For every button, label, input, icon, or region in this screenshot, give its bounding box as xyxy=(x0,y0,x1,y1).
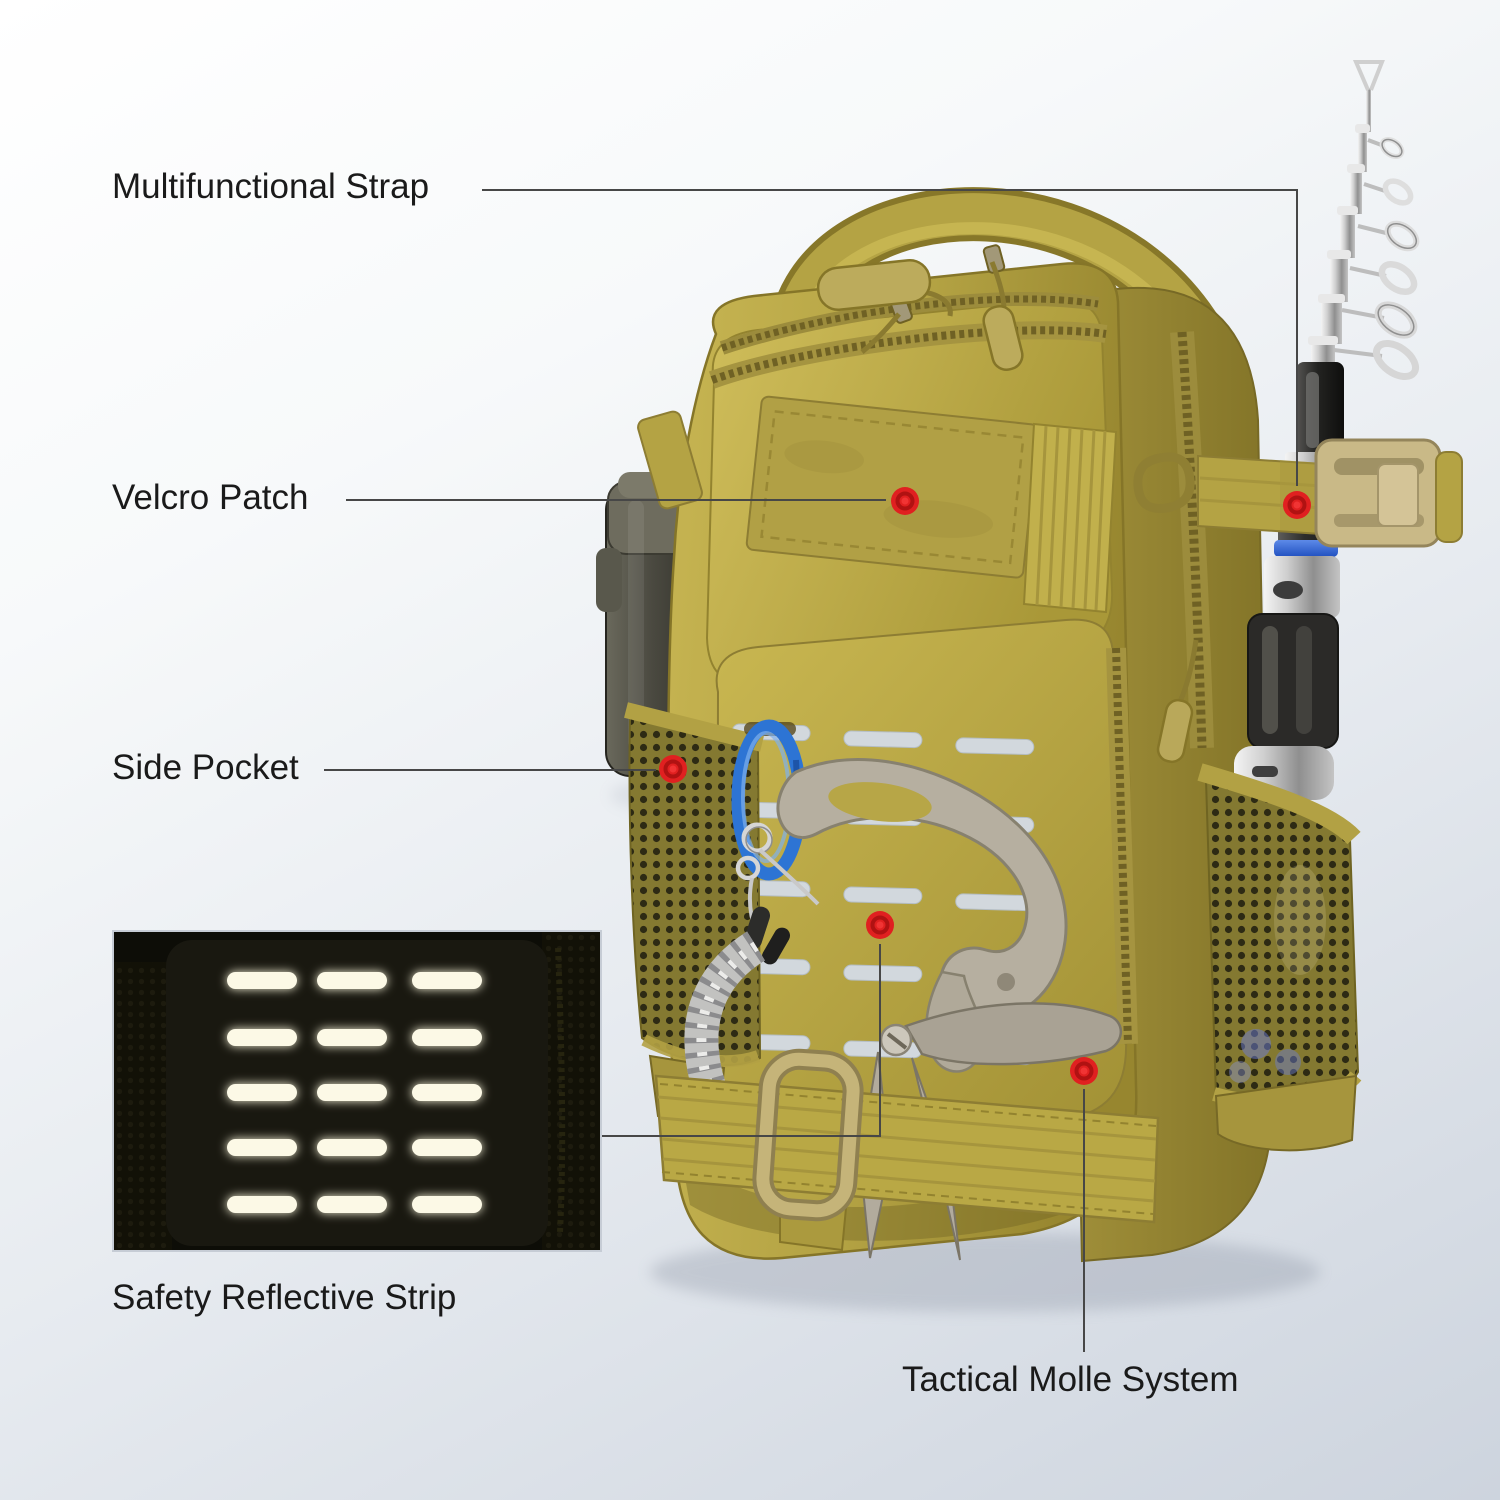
mesh-trim xyxy=(624,702,764,752)
strap-keeper-ring xyxy=(752,1048,864,1252)
connector-multifunctional-strap xyxy=(482,189,1298,486)
wire-ferrule xyxy=(762,927,790,965)
marker-tactical-molle-system xyxy=(1070,1057,1098,1085)
marker-side-pocket xyxy=(659,755,687,783)
rod-line-guides xyxy=(1333,136,1420,381)
label-safety-reflective-strip: Safety Reflective Strip xyxy=(112,1278,457,1317)
blue-item-in-mesh xyxy=(1241,1029,1271,1059)
right-mesh-side-pocket xyxy=(1197,763,1362,1152)
side-zipper-teeth xyxy=(1177,331,1207,749)
d-ring-loop xyxy=(1133,452,1195,514)
mesh-trim xyxy=(1197,763,1361,845)
marker-safety-reflective-strip xyxy=(866,911,894,939)
split-rings-and-wire xyxy=(735,822,820,965)
zipper-pull-toggle xyxy=(1156,698,1194,764)
rod-top-guide xyxy=(1352,60,1385,91)
pocket-side-zipper-teeth xyxy=(1112,647,1132,1045)
bottle-lid-latch xyxy=(596,548,622,612)
zipper-pull-toggle xyxy=(982,305,1024,371)
gripper-cutout xyxy=(828,782,932,822)
zipper-pulls xyxy=(816,244,1024,371)
left-strap-tab xyxy=(637,410,703,510)
label-tactical-molle-system: Tactical Molle System xyxy=(902,1360,1239,1399)
rod-tip-sections xyxy=(1308,60,1385,366)
feature-markers xyxy=(659,487,1311,1085)
zipper-pull-toggle xyxy=(816,258,932,312)
label-velcro-patch: Velcro Patch xyxy=(112,478,309,517)
inset-glow-art xyxy=(114,932,600,1250)
pocket-zipper-teeth xyxy=(710,326,1107,384)
label-multifunctional-strap: Multifunctional Strap xyxy=(112,167,430,206)
marker-multifunctional-strap xyxy=(1283,491,1311,519)
rod-holder-strap xyxy=(1197,438,1463,548)
zipper-cord xyxy=(860,312,901,354)
marker-velcro-patch xyxy=(891,487,919,515)
main-zipper-teeth xyxy=(720,295,1099,352)
connector-safety-reflective-strip xyxy=(602,944,881,1137)
inset-left-mesh xyxy=(114,962,172,1250)
inset-right-mesh xyxy=(542,932,600,1250)
inset-reflective-strips xyxy=(227,972,482,1213)
molle-webbing-bar xyxy=(1022,422,1118,614)
label-side-pocket: Side Pocket xyxy=(112,748,299,787)
bottom-compression-strap xyxy=(654,1074,1160,1224)
reflective-strip-inset-photo xyxy=(112,930,602,1252)
strap-tail xyxy=(1435,451,1463,543)
zipper-cord xyxy=(923,289,953,317)
